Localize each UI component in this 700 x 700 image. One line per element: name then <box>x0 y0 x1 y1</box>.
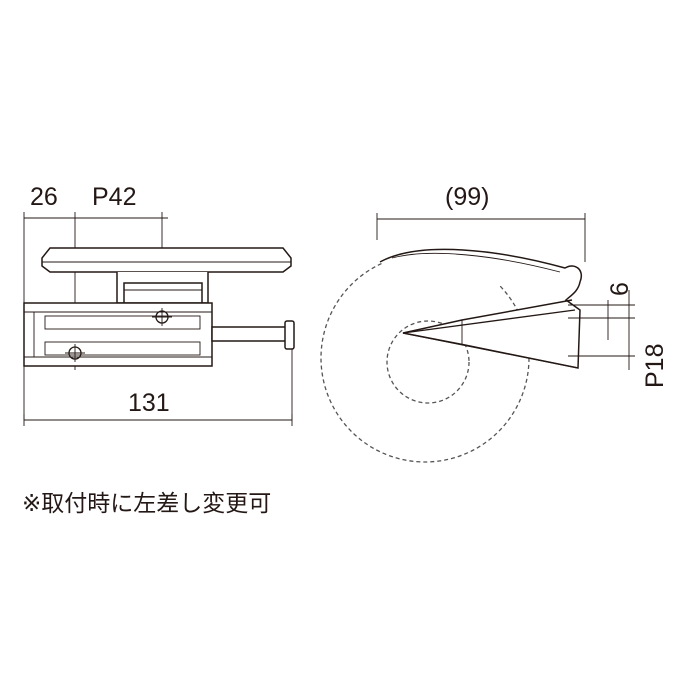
side-view: (99) <box>320 183 669 463</box>
holder-arm <box>379 248 582 369</box>
dim-26-label: 26 <box>30 183 58 211</box>
dim-6-label: 6 <box>606 282 634 296</box>
dim-line-131 <box>23 414 293 426</box>
mounting-note: ※取付時に左差し変更可 <box>22 491 271 517</box>
dim-p18-label: P18 <box>641 344 669 388</box>
dim-131-label: 131 <box>128 389 170 417</box>
rod <box>211 320 295 350</box>
mounting-plate <box>41 247 292 273</box>
dim-line-99 <box>376 213 586 262</box>
main-body <box>23 302 213 367</box>
dim-p42-label: P42 <box>92 183 136 211</box>
front-view: 26 P42 <box>23 183 295 426</box>
dim-line-top <box>23 212 168 226</box>
dim-99-label: (99) <box>445 183 489 211</box>
screw-hole-lower <box>65 344 85 362</box>
dim-lines-6-p18 <box>568 290 635 370</box>
bracket-block <box>116 272 209 304</box>
screw-hole-upper <box>152 308 172 326</box>
